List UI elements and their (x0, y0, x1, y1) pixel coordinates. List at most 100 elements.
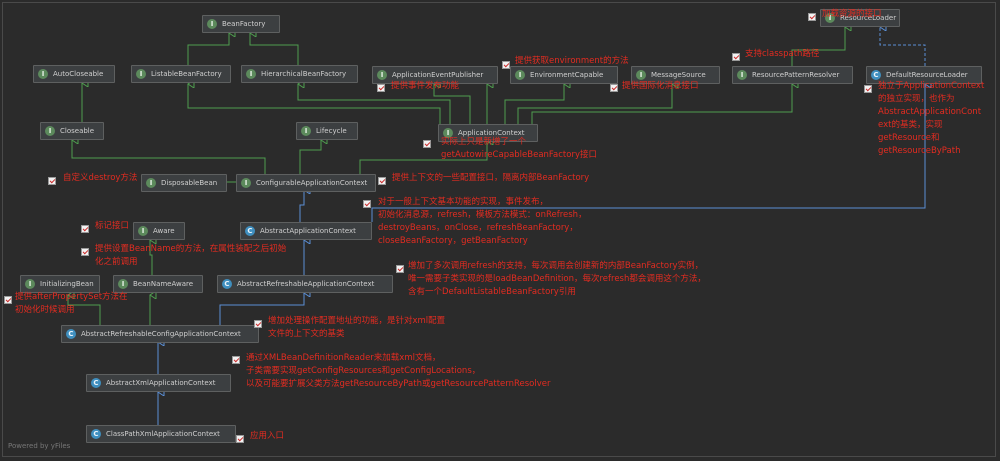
interface-icon: I (207, 19, 217, 29)
interface-icon: I (138, 226, 148, 236)
node-classpathxmlapplicationcontext[interactable]: C ClassPathXmlApplicationContext (86, 425, 236, 443)
node-configurableapplicationcontext[interactable]: I ConfigurableApplicationContext (236, 174, 376, 192)
node-label: DisposableBean (161, 179, 218, 187)
node-aware[interactable]: I Aware (133, 222, 185, 240)
class-icon: C (245, 226, 255, 236)
note-initializingbean: 提供afterPropertySet方法在初始化时候调用 (15, 292, 128, 315)
note-checkbox (610, 84, 618, 92)
note-abstract-xml: 通过XMLBeanDefinitionReader来加载xml文档，子类需要实现… (246, 353, 551, 389)
node-label: Aware (153, 227, 175, 235)
node-applicationcontext[interactable]: I ApplicationContext (438, 124, 538, 142)
interface-icon: I (515, 70, 525, 80)
interface-icon: I (146, 178, 156, 188)
interface-icon: I (246, 69, 256, 79)
note-abstract-application-context: 对于一般上下文基本功能的实现，事件发布，初始化消息源，refresh，模板方法模… (378, 197, 587, 246)
edge-listable-beanfactory (187, 33, 229, 65)
node-label: ClassPathXmlApplicationContext (106, 430, 220, 438)
note-checkbox (48, 177, 56, 185)
class-icon: C (91, 378, 101, 388)
node-resourceloader[interactable]: I ResourceLoader (820, 9, 900, 27)
node-label: AbstractRefreshableApplicationContext (237, 280, 375, 288)
note-message-source: 提供国际化消息接口 (622, 81, 699, 91)
node-disposablebean[interactable]: I DisposableBean (141, 174, 227, 192)
note-checkbox (423, 140, 431, 148)
node-closeable[interactable]: I Closeable (40, 122, 104, 140)
interface-icon: I (377, 70, 387, 80)
class-icon: C (66, 329, 76, 339)
note-beannameaware: 提供设置BeanName的方法，在属性装配之后初始化之前调用 (95, 244, 287, 267)
node-autocloseable[interactable]: I AutoCloseable (33, 65, 115, 83)
node-label: MessageSource (651, 71, 706, 79)
note-environment: 提供获取environment的方法 (515, 56, 629, 66)
node-label: DefaultResourceLoader (886, 71, 968, 79)
node-label: ConfigurableApplicationContext (256, 179, 368, 187)
node-beanfactory[interactable]: I BeanFactory (202, 15, 280, 33)
note-checkbox (4, 296, 12, 304)
interface-icon: I (118, 279, 128, 289)
node-label: ResourceLoader (840, 14, 897, 22)
note-event-publisher: 提供事件发布功能 (391, 81, 460, 91)
note-checkbox (236, 435, 244, 443)
interface-icon: I (38, 69, 48, 79)
node-beannameaware[interactable]: I BeanNameAware (113, 275, 203, 293)
note-refreshable-config: 增加处理操作配置地址的功能，是针对xml配置文件的上下文的基类 (268, 316, 446, 339)
node-label: ApplicationEventPublisher (392, 71, 484, 79)
node-listablebeanfactory[interactable]: I ListableBeanFactory (131, 65, 231, 83)
interface-icon: I (443, 128, 453, 138)
node-label: BeanFactory (222, 20, 266, 28)
interface-icon: I (136, 69, 146, 79)
node-label: ApplicationContext (458, 129, 525, 137)
note-classpathxml: 应用入口 (250, 431, 285, 441)
yfiles-watermark: Powered by yFiles (8, 442, 71, 450)
note-checkbox (864, 85, 872, 93)
node-hierarchicalbeanfactory[interactable]: I HierarchicalBeanFactory (241, 65, 358, 83)
note-resourceloader: 加载资源的接口 (822, 9, 882, 19)
node-label: HierarchicalBeanFactory (261, 70, 347, 78)
note-checkbox (502, 61, 510, 69)
node-messagesource[interactable]: I MessageSource (631, 66, 720, 84)
note-checkbox (232, 356, 240, 364)
note-checkbox (732, 53, 740, 61)
node-label: AbstractXmlApplicationContext (106, 379, 216, 387)
node-initializingbean[interactable]: I InitializingBean (20, 275, 100, 293)
class-icon: C (91, 429, 101, 439)
interface-icon: I (636, 70, 646, 80)
node-label: EnvironmentCapable (530, 71, 604, 79)
interface-icon: I (45, 126, 55, 136)
edge-hierarchical-beanfactory (250, 33, 299, 65)
note-checkbox (808, 13, 816, 21)
note-checkbox (81, 248, 89, 256)
note-checkbox (254, 320, 262, 328)
node-environmentcapable[interactable]: I EnvironmentCapable (510, 66, 618, 84)
interface-icon: I (25, 279, 35, 289)
node-abstractxmlapplicationcontext[interactable]: C AbstractXmlApplicationContext (86, 374, 231, 392)
interface-icon: I (825, 13, 835, 23)
note-checkbox (377, 84, 385, 92)
node-label: Closeable (60, 127, 95, 135)
node-label: ListableBeanFactory (151, 70, 222, 78)
node-abstractrefreshableapplicationcontext[interactable]: C AbstractRefreshableApplicationContext (217, 275, 393, 293)
node-applicationeventpublisher[interactable]: I ApplicationEventPublisher (372, 66, 498, 84)
node-label: InitializingBean (40, 280, 94, 288)
note-destroy: 自定义destroy方法 (63, 173, 138, 183)
interface-icon: I (737, 70, 747, 80)
note-checkbox (363, 200, 371, 208)
note-configurable: 提供上下文的一些配置接口，隔离内部BeanFactory (392, 173, 590, 183)
note-checkbox (378, 177, 386, 185)
node-label: AutoCloseable (53, 70, 104, 78)
interface-icon: I (241, 178, 251, 188)
note-abstract-refreshable: 增加了多次调用refresh的支持，每次调用会创建新的内部BeanFactory… (408, 261, 706, 297)
class-icon: C (222, 279, 232, 289)
note-checkbox (396, 265, 404, 273)
node-label: BeanNameAware (133, 280, 194, 288)
